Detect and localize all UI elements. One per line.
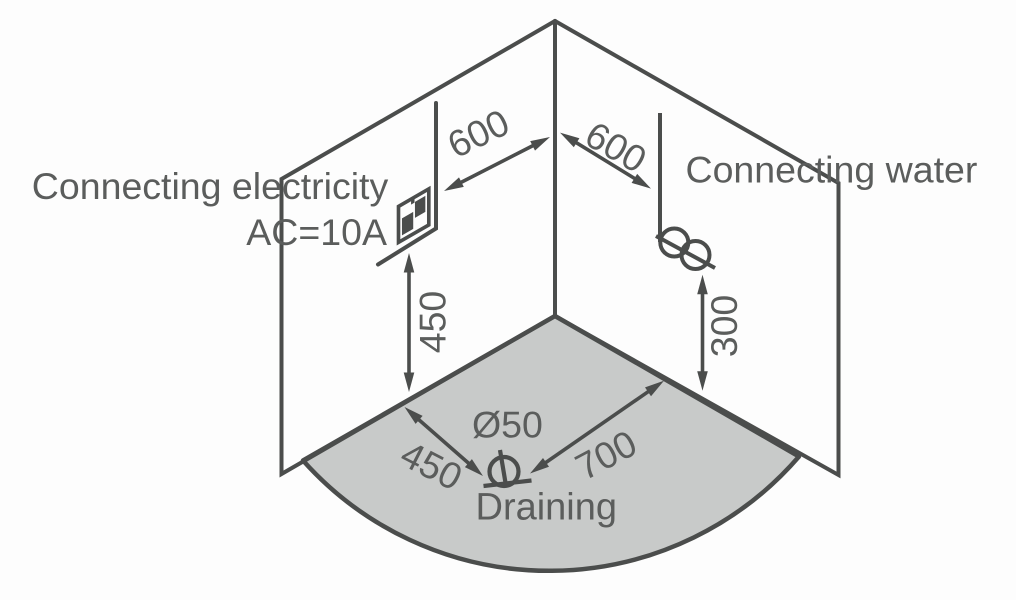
svg-text:Draining: Draining — [476, 487, 618, 529]
svg-text:450: 450 — [412, 291, 454, 354]
svg-text:Connecting water: Connecting water — [686, 149, 978, 191]
svg-text:300: 300 — [703, 295, 745, 358]
svg-text:Connecting electricity: Connecting electricity — [32, 165, 389, 207]
svg-text:AC=10A: AC=10A — [246, 211, 387, 253]
svg-text:Ø50: Ø50 — [472, 404, 543, 446]
